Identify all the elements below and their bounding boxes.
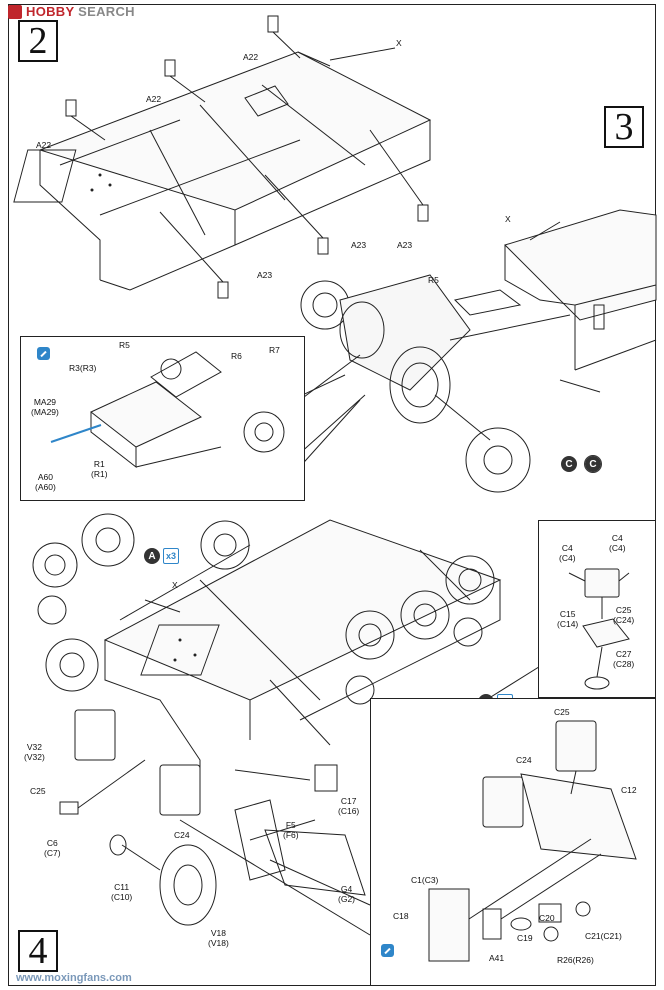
logo-text: HOBBY SEARCH: [26, 4, 135, 19]
inset-label-c1: C1(C3): [411, 875, 439, 885]
inset-label-a41: A41: [489, 953, 505, 963]
inset-bottom-drawing: [428, 720, 637, 962]
part-label-c25-left: C25: [30, 786, 46, 796]
inset-label-r1: R1 (R1): [91, 459, 108, 479]
callout-badge-c: C: [561, 456, 577, 472]
inset-label-c4-right: C4 (C4): [609, 533, 626, 553]
inset-label-r26: R26(R26): [557, 955, 594, 965]
site-logo: HOBBY SEARCH: [8, 4, 135, 19]
logo-icon: [8, 4, 22, 19]
part-label-a23-2: A23: [351, 240, 367, 250]
inset-label-c15: C15 (C14): [557, 609, 579, 629]
part-label-c17: C17 (C16): [338, 796, 360, 816]
part-label-a23-3: A23: [257, 270, 273, 280]
part-label-c11: C11 (C10): [111, 882, 133, 902]
part-label-a22-2: A22: [146, 94, 162, 104]
step-number-4: 4: [18, 930, 58, 972]
inset-label-r6: R6: [231, 351, 242, 361]
part-label-x-step3: X: [505, 214, 511, 224]
inset-label-c18: C18: [393, 911, 409, 921]
inset-label-r3: R3(R3): [69, 363, 97, 373]
inset-top-drawing: [568, 568, 630, 690]
glue-tool-icon: [381, 944, 394, 957]
glue-tool-icon: [37, 347, 50, 360]
part-label-c24-left: C24: [174, 830, 190, 840]
step-number-3: 3: [604, 106, 644, 148]
page-frame: [8, 4, 656, 986]
watermark: www.moxingfans.com: [16, 972, 132, 984]
part-label-c6: C6 (C7): [44, 838, 61, 858]
part-label-r5: R5: [428, 275, 439, 285]
part-label-a22-3: A22: [36, 140, 52, 150]
inset-panel-step4-bottom: C25 C24 C12 C1(C3) C18 C20 C19 A41 C21(C…: [370, 698, 656, 986]
multiplier-badge-a: x3: [163, 548, 180, 564]
inset-label-c19: C19: [517, 933, 533, 943]
inset-drawing: [50, 351, 285, 469]
part-label-a22-1: A22: [243, 52, 259, 62]
part-label-f5: F5 (F6): [283, 820, 299, 840]
inset-label-r5: R5: [119, 340, 130, 350]
inset-label-a60: A60 (A60): [35, 472, 56, 492]
inset-label-c20: C20: [539, 913, 555, 923]
inset-label-ma29: MA29 (MA29): [31, 397, 59, 417]
part-label-x-step2: X: [396, 38, 402, 48]
part-label-v18: V18 (V18): [208, 928, 229, 948]
part-label-v32: V32 (V32): [24, 742, 45, 762]
inset-label-c4-left: C4 (C4): [559, 543, 576, 563]
part-label-g4: G4 (G2): [338, 884, 355, 904]
part-label-a23-1: A23: [397, 240, 413, 250]
inset-label-c25: C25: [554, 707, 570, 717]
inset-panel-step4-top: C4 (C4) C4 (C4) C15 (C14) C25 (C24) C27 …: [538, 520, 656, 698]
inset-label-c24: C24: [516, 755, 532, 765]
callout-badge-a: A: [144, 548, 160, 564]
step-number-2: 2: [18, 20, 58, 62]
inset-label-c25: C25 (C24): [613, 605, 635, 625]
inset-label-c27: C27 (C28): [613, 649, 635, 669]
inset-label-c21: C21(C21): [585, 931, 622, 941]
inset-label-r7: R7: [269, 345, 280, 355]
callout-badge-c-paren: C: [584, 455, 602, 473]
inset-panel-step3: R5 R6 R7 R3(R3) MA29 (MA29) A60 (A60) R1…: [20, 336, 305, 501]
part-label-x-step4: X: [172, 580, 178, 590]
inset-label-c12: C12: [621, 785, 637, 795]
